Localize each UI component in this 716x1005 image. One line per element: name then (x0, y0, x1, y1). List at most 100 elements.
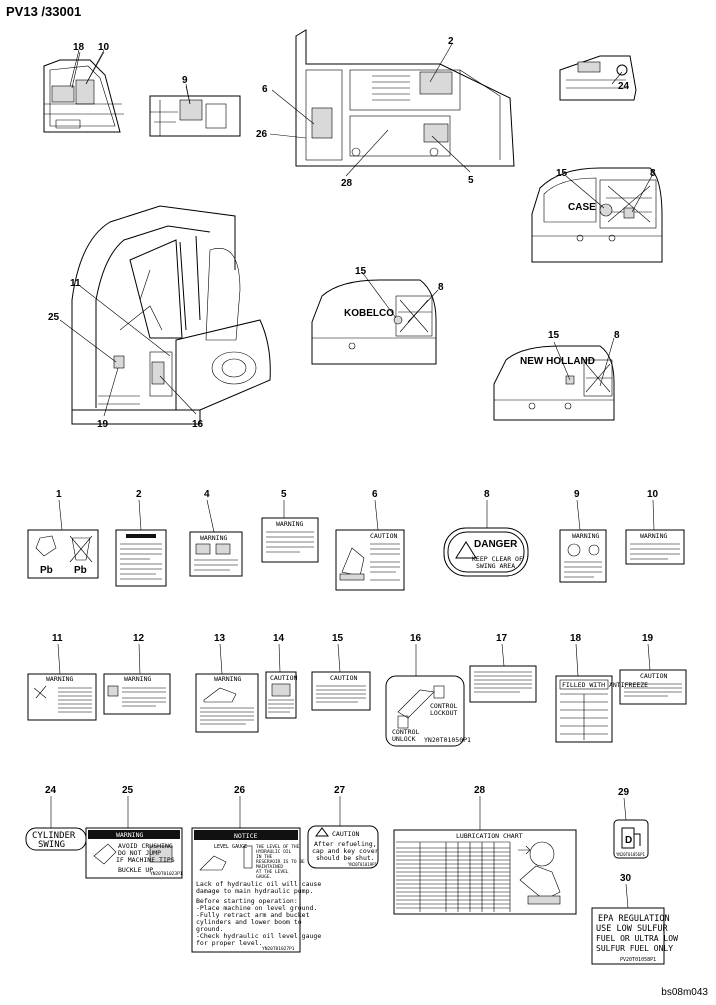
diagram-title: PV13 /33001 (6, 4, 82, 19)
callout-19: 19 (97, 419, 109, 430)
callout-15: 15 (556, 168, 568, 179)
svg-text:CAUTION: CAUTION (640, 672, 667, 680)
decal-16: 16 CONTROL LOCKOUT CONTROL UNLOCK YN20T0… (385, 633, 471, 747)
svg-text:10: 10 (647, 489, 659, 500)
decal-29: 29 D YN20T01056P1 (613, 787, 649, 859)
cab-side-view (149, 83, 241, 137)
svg-text:1: 1 (56, 489, 62, 500)
svg-text:THE LEVEL OF THE: THE LEVEL OF THE (256, 844, 300, 850)
decal-28: 28 LUBRICATION CHART (393, 785, 577, 915)
leader-lines (59, 43, 655, 417)
svg-text:KOBELCO: KOBELCO (344, 308, 394, 319)
decal-8: 8 DANGER KEEP CLEAR OF SWING AREA (443, 489, 529, 577)
svg-text:17: 17 (496, 633, 508, 644)
decal-10: 10 WARNING (625, 489, 685, 565)
svg-text:USE LOW SULFUR: USE LOW SULFUR (596, 924, 669, 934)
engine-cover-small: NEW HOLLAND (493, 345, 615, 421)
svg-text:YN20T01056P1: YN20T01056P1 (616, 852, 645, 857)
callout-2: 2 (448, 36, 454, 47)
decal-19: 19 CAUTION (619, 633, 687, 705)
callout-25: 25 (48, 312, 60, 323)
svg-text:WARNING: WARNING (214, 675, 241, 683)
side-panel-view (559, 55, 637, 101)
svg-text:LUBRICATION CHART: LUBRICATION CHART (456, 832, 523, 840)
svg-text:WARNING: WARNING (572, 532, 599, 540)
svg-text:cylinders and lower boom to: cylinders and lower boom to (196, 918, 302, 926)
callout-26: 26 (256, 129, 268, 140)
decal-18: 18 FILLED WITH ANTIFREEZE (555, 633, 648, 743)
svg-text:NOTICE: NOTICE (234, 832, 258, 840)
svg-text:SWING: SWING (38, 840, 65, 850)
cab-interior-view (71, 205, 271, 425)
svg-text:27: 27 (334, 785, 346, 796)
svg-text:DO NOT JUMP: DO NOT JUMP (118, 849, 161, 857)
svg-text:29: 29 (618, 787, 630, 798)
engine-cover-middle: KOBELCO (311, 279, 437, 365)
svg-text:25: 25 (122, 785, 134, 796)
svg-text:D: D (625, 835, 632, 846)
svg-text:WARNING: WARNING (640, 532, 667, 540)
decal-30: 30 EPA REGULATION USE LOW SULFUR FUEL OR… (591, 873, 678, 965)
svg-text:12: 12 (133, 633, 145, 644)
svg-text:CASE: CASE (568, 202, 596, 213)
svg-text:13: 13 (214, 633, 226, 644)
svg-text:28: 28 (474, 785, 486, 796)
svg-text:6: 6 (372, 489, 378, 500)
decal-9: 9 WARNING (559, 489, 607, 583)
svg-text:YN20T01019P1: YN20T01019P1 (348, 862, 377, 867)
svg-text:19: 19 (642, 633, 654, 644)
callout-8: 8 (650, 168, 656, 179)
decal-15: 15 CAUTION (311, 633, 371, 711)
svg-text:NEW HOLLAND: NEW HOLLAND (520, 356, 595, 367)
svg-text:IN THE: IN THE (256, 854, 273, 860)
cab-roof-view (43, 49, 124, 133)
svg-text:9: 9 (574, 489, 580, 500)
callout-8: 8 (614, 330, 620, 341)
svg-text:Pb: Pb (74, 565, 87, 576)
svg-text:5: 5 (281, 489, 287, 500)
decal-6: 6 CAUTION (335, 489, 405, 591)
svg-text:16: 16 (410, 633, 422, 644)
svg-text:cap and key cover: cap and key cover (312, 847, 379, 855)
svg-text:LEVEL GAUGE: LEVEL GAUGE (214, 844, 247, 850)
svg-text:-Place machine on level ground: -Place machine on level ground. (196, 904, 317, 912)
svg-text:After refueling,: After refueling, (314, 840, 377, 848)
decal-26: 26 NOTICE LEVEL GAUGE THE LEVEL OF THE H… (191, 785, 321, 953)
engine-cover-view (295, 29, 515, 167)
decal-24: 24 CYLINDER SWING (25, 785, 87, 851)
svg-text:SWING AREA: SWING AREA (476, 562, 515, 570)
svg-text:SULFUR FUEL ONLY: SULFUR FUEL ONLY (596, 944, 673, 953)
svg-text:EPA REGULATION: EPA REGULATION (598, 914, 670, 924)
decal-27: 27 CAUTION After refueling, cap and key … (307, 785, 379, 869)
svg-text:DANGER: DANGER (474, 539, 518, 550)
svg-text:KEEP CLEAR OF: KEEP CLEAR OF (472, 555, 523, 563)
callout-6: 6 (262, 84, 268, 95)
svg-text:WARNING: WARNING (116, 831, 143, 839)
svg-text:CONTROL: CONTROL (430, 702, 457, 710)
svg-text:YN20T01023P1: YN20T01023P1 (150, 871, 183, 877)
callout-18: 18 (73, 42, 85, 53)
svg-text:26: 26 (234, 785, 246, 796)
svg-text:Pb: Pb (40, 565, 53, 576)
svg-text:Lack of hydraulic oil will cau: Lack of hydraulic oil will cause (196, 880, 321, 888)
svg-text:BUCKLE UP: BUCKLE UP (118, 866, 153, 874)
svg-text:CAUTION: CAUTION (332, 830, 359, 838)
svg-text:YN20T01027P1: YN20T01027P1 (262, 946, 295, 952)
callout-10: 10 (98, 42, 110, 53)
svg-text:24: 24 (45, 785, 57, 796)
svg-text:MAINTAINED: MAINTAINED (256, 864, 283, 870)
svg-text:4: 4 (204, 489, 210, 500)
callout-28: 28 (341, 178, 353, 189)
svg-text:AT THE LEVEL: AT THE LEVEL (256, 869, 289, 875)
decal-17: 17 (469, 633, 537, 703)
svg-text:HYDRAULIC OIL: HYDRAULIC OIL (256, 849, 292, 855)
callout-8: 8 (438, 282, 444, 293)
svg-text:CONTROL: CONTROL (392, 728, 419, 736)
svg-text:CAUTION: CAUTION (330, 674, 357, 682)
svg-text:for proper level.: for proper level. (196, 939, 263, 947)
callout-16: 16 (192, 419, 204, 430)
svg-text:WARNING: WARNING (276, 520, 303, 528)
svg-text:2: 2 (136, 489, 142, 500)
